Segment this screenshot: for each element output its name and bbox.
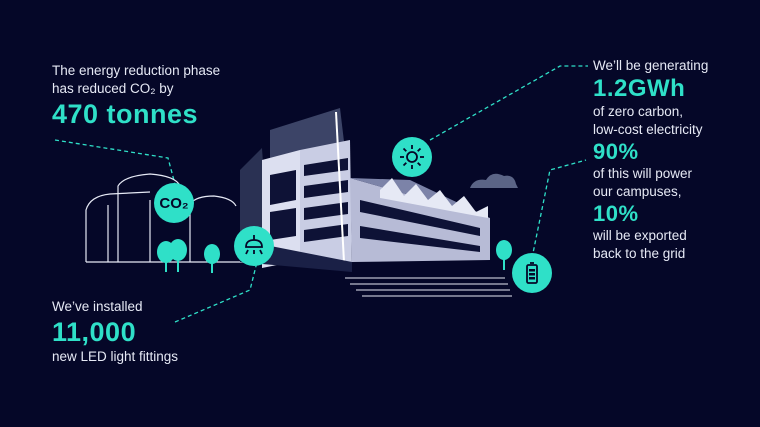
connector-led [174, 257, 259, 323]
solar-stat: We’ll be generating 1.2GWh of zero carbo… [593, 57, 708, 263]
sun-icon [392, 137, 432, 177]
co2-stat-value: 470 tonnes [52, 99, 199, 129]
co2-icon: CO₂ [154, 183, 194, 223]
connector-battery [531, 159, 587, 259]
co2-stat-line2: has reduced CO₂ by [52, 81, 174, 96]
solar-stat-pct2: 10% [593, 201, 639, 226]
co2-stat: The energy reduction phase has reduced C… [52, 62, 220, 130]
solar-stat-pct1: 90% [593, 139, 639, 164]
storage-tanks [85, 173, 250, 263]
solar-stat-value: 1.2GWh [593, 75, 686, 102]
solar-stat-line6: will be exported [593, 228, 687, 243]
co2-stat-line1: The energy reduction phase [52, 63, 221, 78]
led-stat-caption: new LED light fittings [52, 349, 179, 364]
sun-glyph [400, 145, 424, 169]
led-stat-intro: We’ve installed [52, 299, 143, 314]
ceiling-lamp-icon [234, 226, 274, 266]
solar-stat-line3: low-cost electricity [593, 122, 703, 137]
solar-stat-line5: our campuses, [593, 184, 682, 199]
cloud-shape [470, 173, 518, 188]
led-stat-value: 11,000 [52, 317, 137, 347]
solar-stat-line4: of this will power [593, 166, 693, 181]
lamp-glyph [245, 235, 263, 255]
connector-co2 [54, 139, 177, 189]
building [240, 108, 512, 297]
battery-glyph [526, 262, 538, 284]
solar-stat-line2: of zero carbon, [593, 104, 684, 119]
co2-icon-label: CO₂ [159, 194, 189, 212]
solar-stat-intro: We’ll be generating [593, 58, 709, 73]
solar-stat-line7: back to the grid [593, 246, 686, 261]
led-stat: We’ve installed 11,000 new LED light fit… [52, 298, 178, 366]
connector-sun [429, 65, 588, 141]
battery-icon [512, 253, 552, 293]
trees [157, 239, 512, 273]
